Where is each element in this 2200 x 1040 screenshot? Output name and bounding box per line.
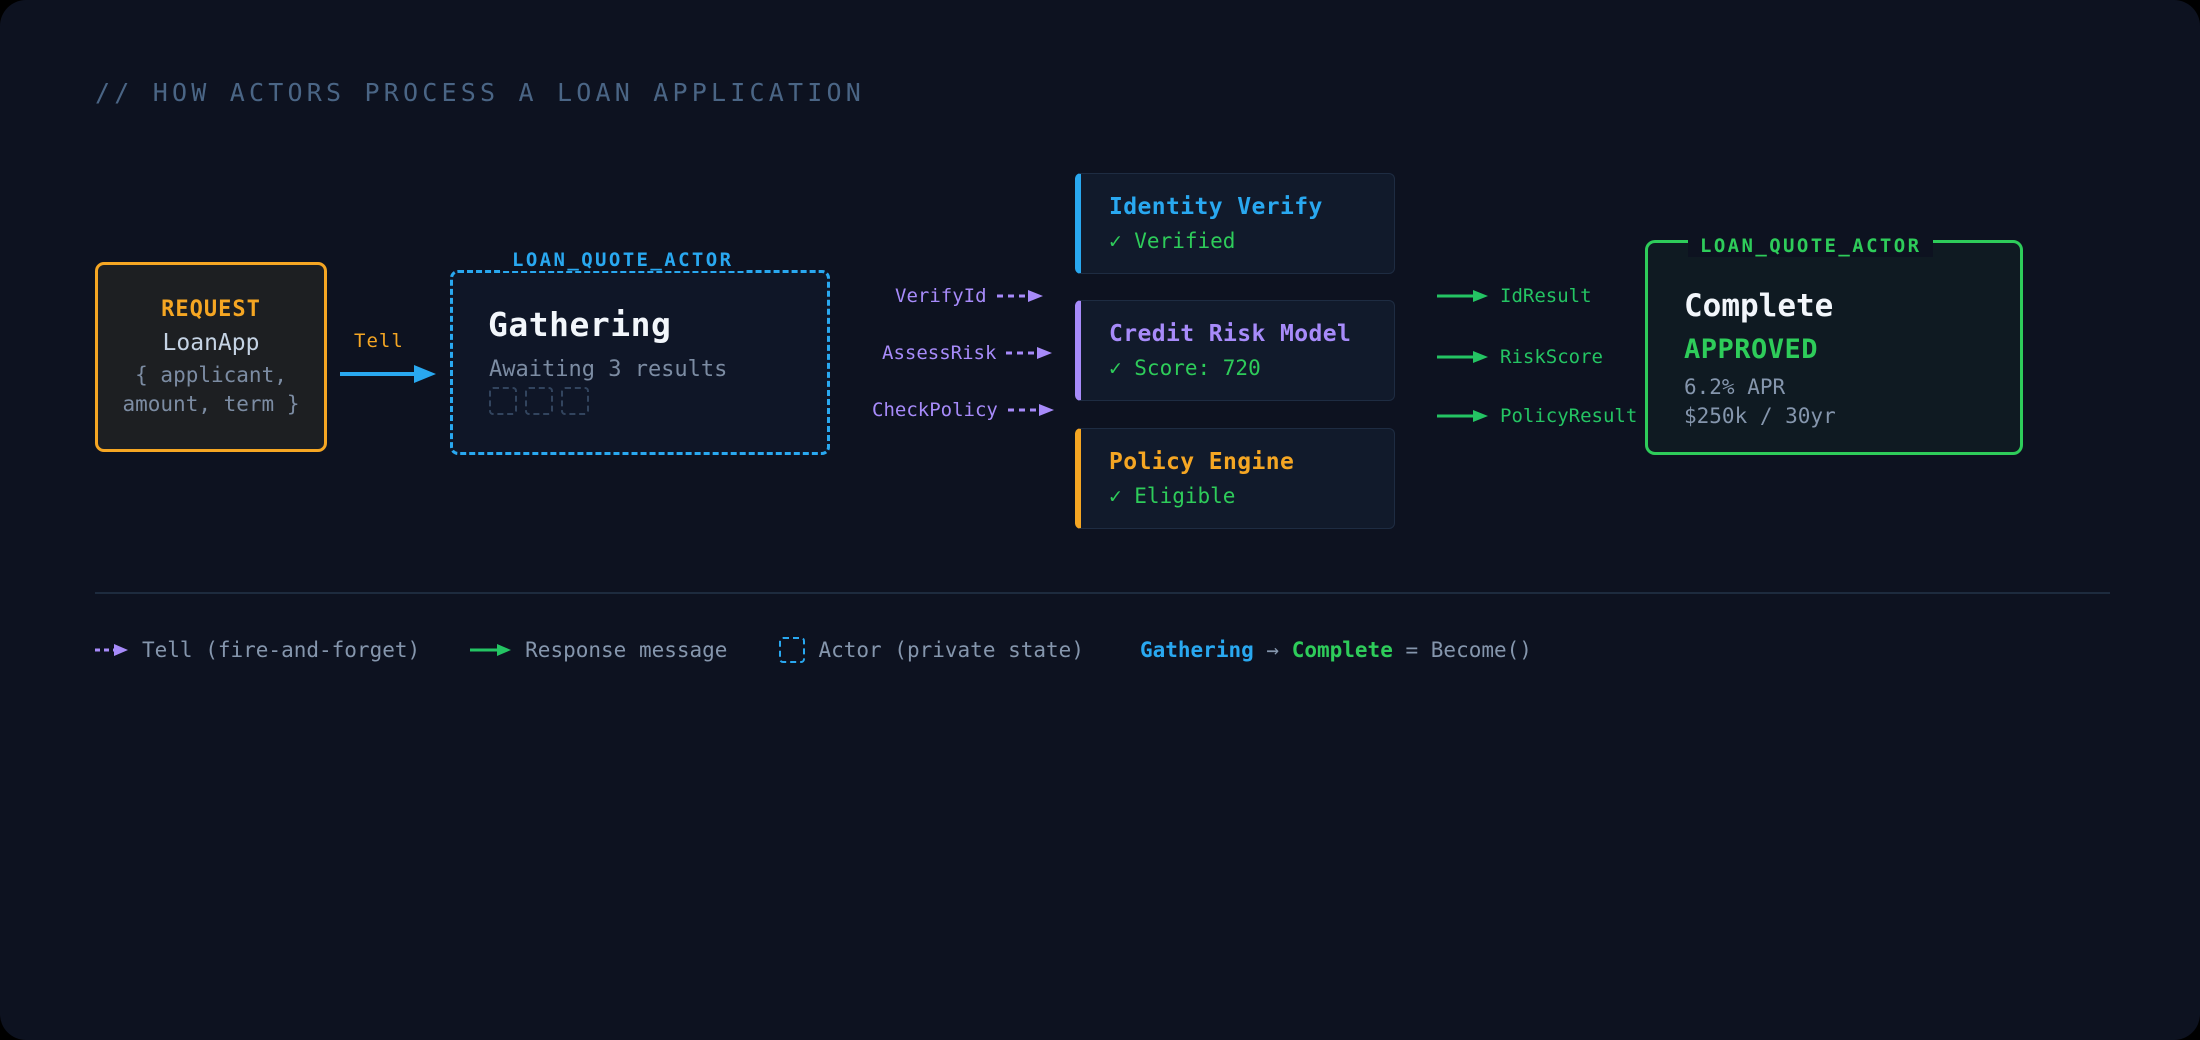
legend-label: Tell (fire-and-forget) <box>142 638 421 662</box>
request-arrow-label: CheckPolicy <box>872 399 998 421</box>
legend-divider <box>95 592 2110 594</box>
tell-arrow-group: Tell <box>340 330 450 400</box>
pending-slot <box>489 387 517 415</box>
legend: Tell (fire-and-forget) Response message … <box>95 628 1532 672</box>
actor-substatus-gathering: Awaiting 3 results <box>489 357 728 382</box>
dashed-arrow-icon <box>1006 347 1053 359</box>
transition-to-state: Complete <box>1291 638 1393 662</box>
actor-tag-gathering: LOAN_QUOTE_ACTOR <box>500 249 746 271</box>
pending-slot <box>561 387 589 415</box>
solid-arrow-icon <box>1437 290 1488 302</box>
legend-label: Actor (private state) <box>818 638 1084 662</box>
service-title: Identity Verify <box>1109 194 1323 220</box>
solid-arrow-icon <box>470 644 512 656</box>
request-badge: REQUEST <box>161 296 261 322</box>
response-arrow-idresult: IdResult <box>1437 285 1592 307</box>
request-message-card: REQUEST LoanApp { applicant, amount, ter… <box>95 262 327 452</box>
pending-result-slots <box>489 387 589 415</box>
dashed-arrow-icon <box>996 290 1043 302</box>
tell-label: Tell <box>354 330 404 352</box>
actor-state-gathering: Gathering <box>488 305 672 344</box>
request-arrow-label: VerifyId <box>895 285 987 307</box>
service-card-identity-verify: Identity Verify ✓ Verified <box>1075 173 1395 274</box>
response-arrow-label: IdResult <box>1500 285 1592 307</box>
service-status: ✓ Eligible <box>1109 484 1236 508</box>
response-arrow-riskscore: RiskScore <box>1437 346 1603 368</box>
legend-item-actor: Actor (private state) <box>779 637 1084 663</box>
page-title: // HOW ACTORS PROCESS A LOAN APPLICATION <box>95 78 866 107</box>
request-type-label: LoanApp <box>162 329 260 356</box>
service-card-credit-risk-model: Credit Risk Model ✓ Score: 720 <box>1075 300 1395 401</box>
dashed-arrow-icon <box>1007 404 1054 416</box>
actor-card-gathering <box>450 270 830 455</box>
response-arrow-policyresult: PolicyResult <box>1437 405 1637 427</box>
actor-state-complete: Complete <box>1684 288 1834 324</box>
legend-label: Response message <box>525 638 728 662</box>
service-title: Policy Engine <box>1109 449 1295 475</box>
request-arrow-checkpolicy: CheckPolicy <box>872 399 1056 421</box>
request-arrow-label: AssessRisk <box>882 342 997 364</box>
actor-card-complete <box>1645 240 2023 455</box>
request-arrow-verifyid: VerifyId <box>895 285 1045 307</box>
loan-decision-badge: APPROVED <box>1684 334 1819 365</box>
pending-slot <box>525 387 553 415</box>
service-status: ✓ Score: 720 <box>1109 356 1261 380</box>
solid-arrow-icon <box>1437 410 1488 422</box>
legend-item-transition: Gathering → Complete = Become() <box>1140 638 1532 662</box>
request-payload-line-1: { applicant, <box>135 362 287 387</box>
loan-apr-value: 6.2% APR <box>1684 375 1786 399</box>
service-title: Credit Risk Model <box>1109 321 1352 347</box>
response-arrow-label: PolicyResult <box>1500 405 1638 427</box>
tell-arrow-icon <box>340 365 436 383</box>
actor-dashed-box-icon <box>779 637 806 663</box>
service-card-policy-engine: Policy Engine ✓ Eligible <box>1075 428 1395 529</box>
solid-arrow-icon <box>1437 351 1488 363</box>
legend-item-response: Response message <box>470 638 727 662</box>
response-arrow-label: RiskScore <box>1500 346 1603 368</box>
legend-item-tell: Tell (fire-and-forget) <box>95 638 420 662</box>
loan-terms-value: $250k / 30yr <box>1684 404 1836 428</box>
actor-tag-complete: LOAN_QUOTE_ACTOR <box>1688 235 1934 257</box>
transition-from-state: Gathering <box>1139 638 1254 662</box>
transition-suffix: = Become() <box>1392 638 1532 662</box>
request-arrow-assessrisk: AssessRisk <box>882 342 1054 364</box>
dashed-arrow-icon <box>95 644 128 656</box>
request-payload-line-2: amount, term } <box>122 391 300 416</box>
transition-arrow-icon: → <box>1253 638 1292 662</box>
service-status: ✓ Verified <box>1109 229 1236 253</box>
